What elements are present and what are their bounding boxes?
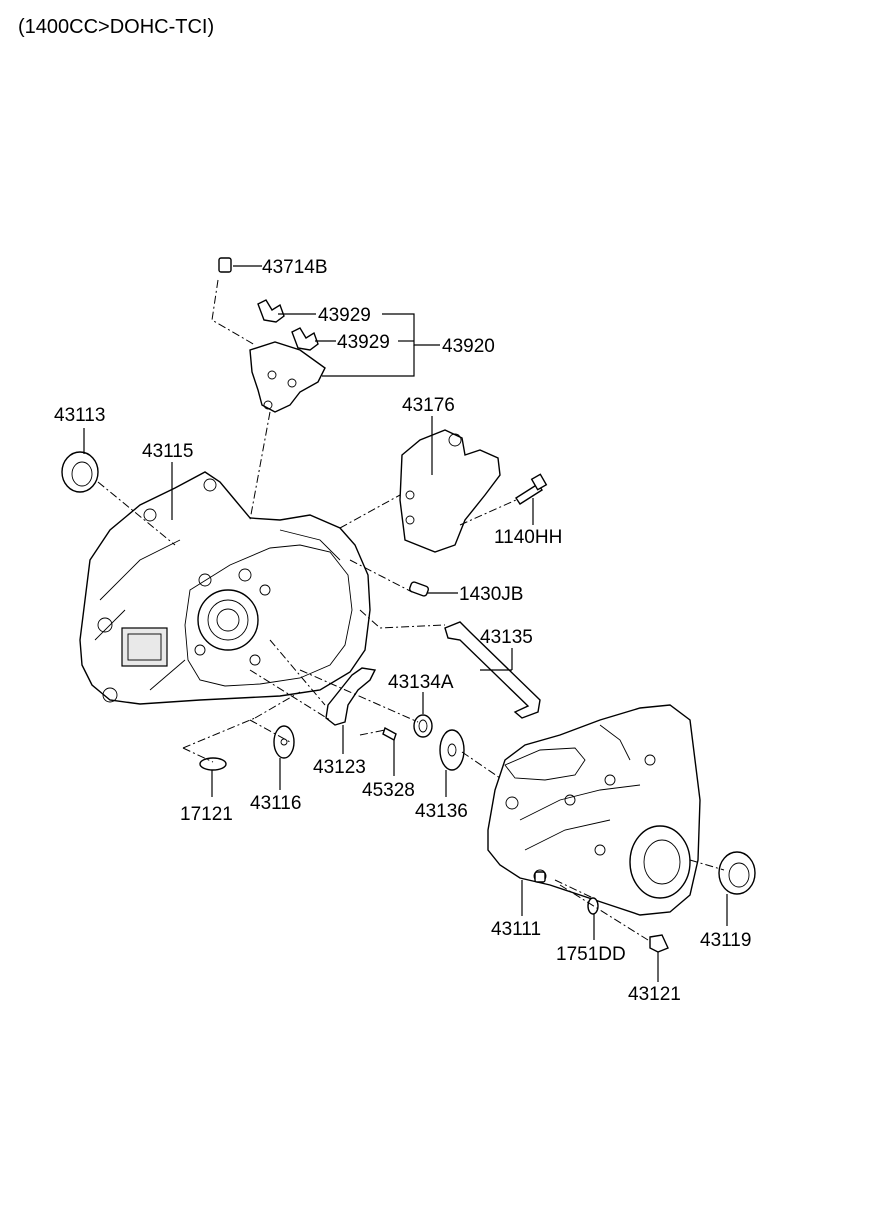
part-43929-clip-lower[interactable] [291,327,319,351]
label-1430JB: 1430JB [459,584,523,605]
part-43920-bracket[interactable] [249,341,326,413]
part-1430JB-dowel[interactable] [408,581,430,597]
part-1140HH-bolt[interactable] [515,473,548,505]
part-43176-bracket[interactable] [399,429,501,553]
part-43929-clip-upper[interactable] [257,299,285,323]
label-1140HH: 1140HH [494,527,562,548]
label-43176: 43176 [402,395,455,416]
label-43134A: 43134A [388,672,454,693]
label-43123: 43123 [313,757,366,778]
part-43111-stud [534,871,546,883]
label-43136: 43136 [415,801,468,822]
label-43121: 43121 [628,984,681,1005]
transmission-case[interactable] [487,704,701,916]
part-43714B-pin[interactable] [218,257,232,273]
label-43929-upper: 43929 [318,305,371,326]
leader-lines [83,265,728,982]
label-43920: 43920 [442,336,495,357]
label-43115: 43115 [142,441,193,462]
clutch-housing[interactable] [79,471,371,705]
part-43121-plug[interactable] [649,934,669,953]
label-17121: 17121 [180,804,233,825]
label-43119: 43119 [700,930,751,951]
label-43111: 43111 [491,919,541,940]
part-43123-bracket[interactable] [325,667,377,726]
diagram-title: (1400CC>DOHC-TCI) [18,16,215,38]
label-43116: 43116 [250,793,301,814]
assembly-lines [97,279,725,941]
label-45328: 45328 [362,780,415,801]
part-43119-oil-seal[interactable] [718,851,756,895]
label-43714B: 43714B [262,257,328,278]
label-43135: 43135 [480,627,533,648]
part-45328-bolt[interactable] [382,726,397,742]
label-1751DD: 1751DD [556,944,626,965]
label-43929-lower: 43929 [337,332,390,353]
part-labels: 43714B 43929 43929 43920 43113 43115 431… [54,257,751,1005]
part-43113-oil-seal[interactable] [61,451,99,493]
label-43113: 43113 [54,405,105,426]
part-43116-plate[interactable] [273,725,295,759]
part-43136-washer[interactable] [439,729,465,771]
part-17121-washer[interactable] [199,757,227,771]
part-43134A-seal[interactable] [413,714,433,738]
